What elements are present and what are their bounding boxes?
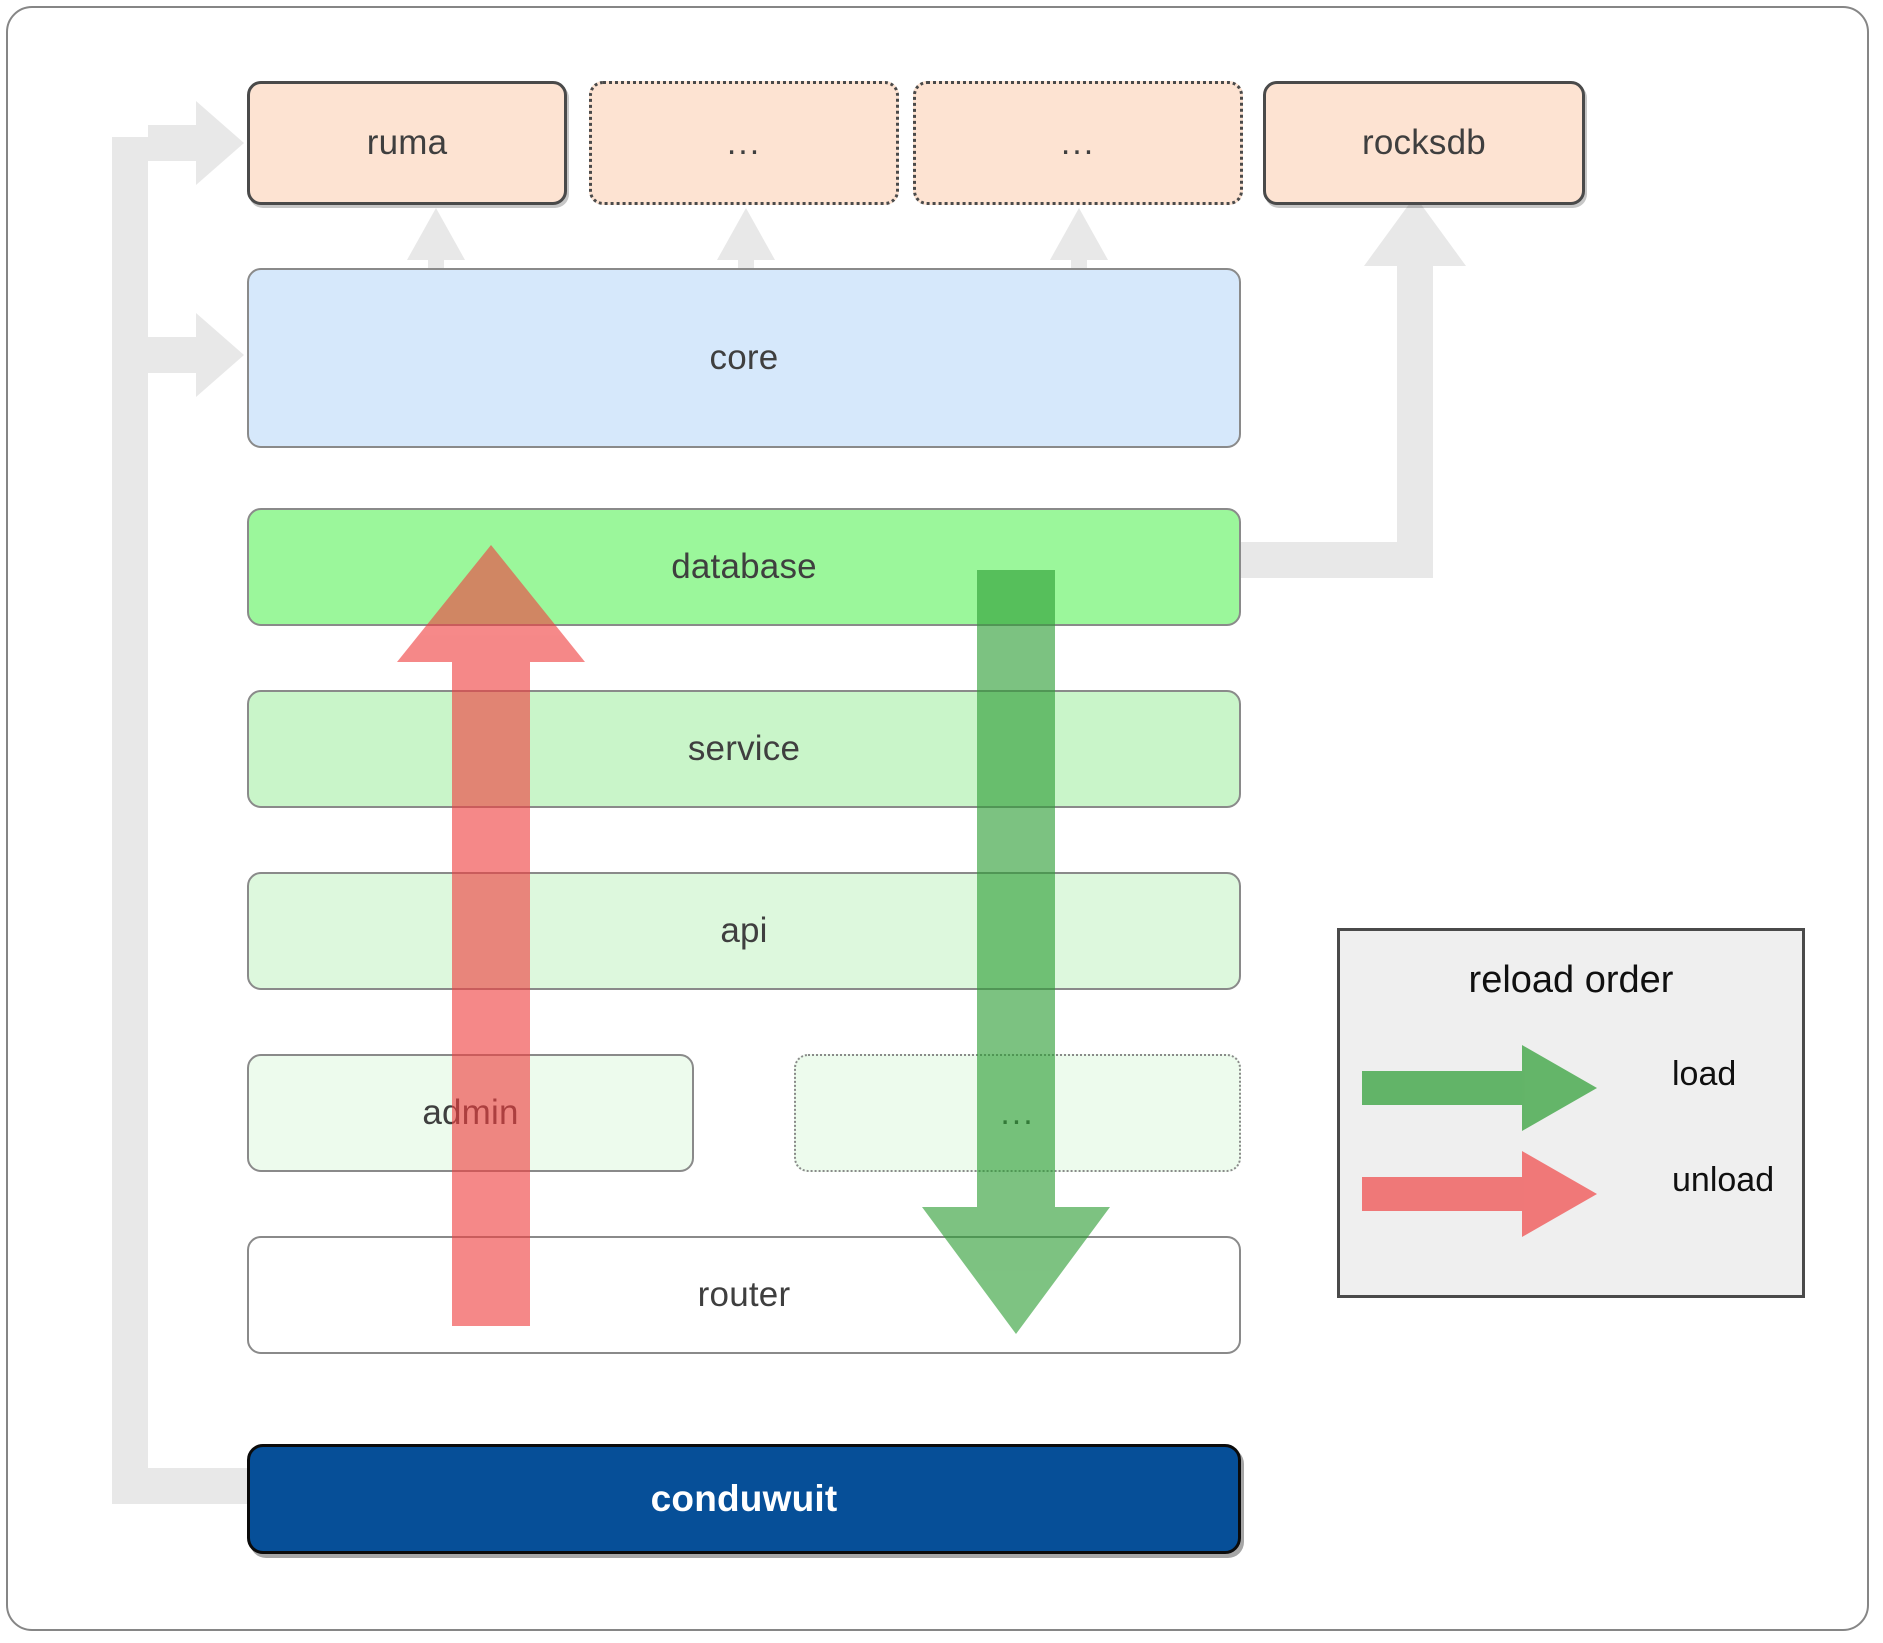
legend-label-unload: unload (1672, 1161, 1775, 1199)
layer-box-database[interactable]: database (247, 508, 1241, 626)
layer-box-ellipsis[interactable]: ... (794, 1054, 1241, 1172)
layer-label-database: database (671, 547, 817, 586)
binary-label-conduwuit: conduwuit (650, 1478, 838, 1519)
layer-box-api[interactable]: api (247, 872, 1241, 990)
legend-panel: reload order load unload (1337, 928, 1805, 1298)
layer-box-service[interactable]: service (247, 690, 1241, 808)
layer-label-admin: admin (422, 1093, 519, 1132)
layer-box-admin[interactable]: admin (247, 1054, 694, 1172)
layer-label-router: router (697, 1275, 791, 1314)
layer-label-ellipsis: ... (1000, 1093, 1035, 1132)
dependency-label-rocksdb: rocksdb (1362, 123, 1486, 162)
layer-box-core[interactable]: core (247, 268, 1241, 448)
dependency-label-ellipsis-1: ... (726, 123, 762, 162)
dependency-box-rocksdb[interactable]: rocksdb (1263, 81, 1585, 205)
binary-box-conduwuit[interactable]: conduwuit (247, 1444, 1241, 1554)
layer-box-router[interactable]: router (247, 1236, 1241, 1354)
dependency-label-ellipsis-2: ... (1060, 123, 1096, 162)
layer-label-api: api (720, 911, 768, 950)
legend-unload-arrow-icon (1362, 1151, 1597, 1237)
diagram-outer-frame (6, 6, 1869, 1631)
legend-label-load: load (1672, 1055, 1737, 1093)
layer-label-core: core (709, 338, 779, 377)
legend-title: reload order (1468, 959, 1674, 1001)
layer-label-service: service (687, 729, 801, 768)
dependency-label-ruma: ruma (366, 123, 448, 162)
dependency-box-ellipsis-1[interactable]: ... (589, 81, 899, 205)
dependency-box-ruma[interactable]: ruma (247, 81, 567, 205)
legend-load-arrow-icon (1362, 1045, 1597, 1131)
dependency-box-ellipsis-2[interactable]: ... (913, 81, 1243, 205)
